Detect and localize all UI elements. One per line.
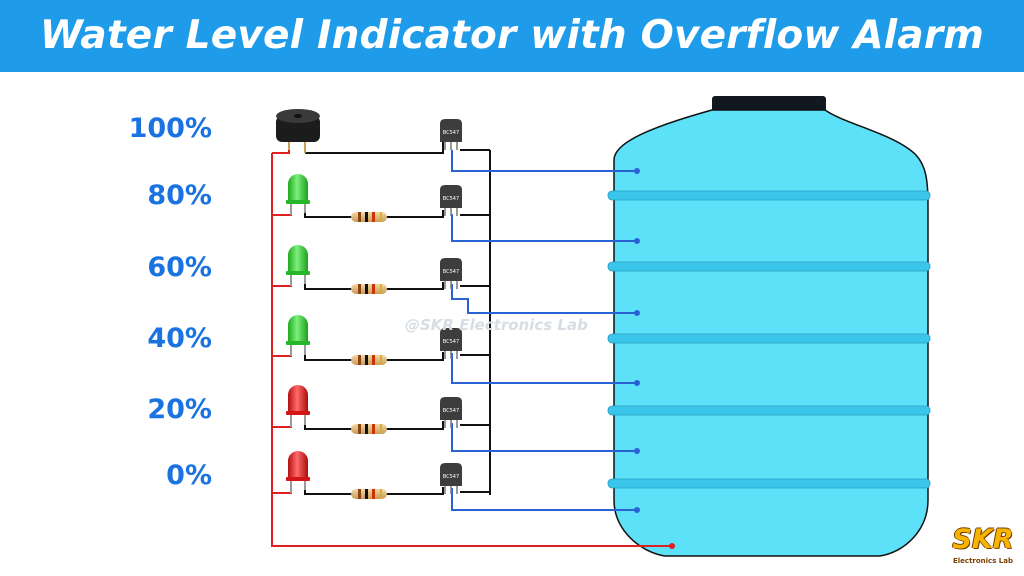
transistor-label: BC547 <box>443 130 459 136</box>
probe-points <box>634 168 640 513</box>
transistor-icon: BC547 <box>440 258 462 289</box>
resistor-icon <box>351 212 387 222</box>
watermark: @SKR Electronics Lab <box>405 316 588 334</box>
red-led-20 <box>286 385 310 427</box>
tank-cap <box>712 96 826 112</box>
resistor-icon <box>351 355 387 365</box>
level-label-60: 60% <box>147 252 212 283</box>
resistor-icon <box>351 284 387 294</box>
page-title: Water Level Indicator with Overflow Alar… <box>39 13 985 58</box>
resistor-icon <box>351 424 387 434</box>
logo-sub-text: Electronics Lab <box>952 557 1014 565</box>
level-label-20: 20% <box>147 394 212 425</box>
level-label-40: 40% <box>147 323 212 354</box>
skr-logo: SKR Electronics Lab <box>948 524 1018 572</box>
red-led-0 <box>286 451 310 493</box>
transistor-icon: BC547 <box>440 397 462 428</box>
level-label-0: 0% <box>166 460 212 491</box>
transistor-icon: BC547 <box>440 328 462 359</box>
water-tank <box>607 96 931 557</box>
transistor-icon: BC547 <box>440 463 462 494</box>
transistor-label: BC547 <box>443 339 459 345</box>
transistor-label: BC547 <box>443 269 459 275</box>
green-led-60 <box>286 245 310 286</box>
title-banner: Water Level Indicator with Overflow Alar… <box>0 0 1024 72</box>
green-led-40 <box>286 315 310 356</box>
transistor-label: BC547 <box>443 196 459 202</box>
tank-common-probe <box>669 543 675 549</box>
transistor-label: BC547 <box>443 408 459 414</box>
level-label-100: 100% <box>128 113 212 144</box>
transistor-icon: BC547 <box>440 119 462 150</box>
buzzer-icon <box>276 109 320 153</box>
tank-bands <box>607 190 931 489</box>
ground-wires <box>304 142 491 495</box>
probe-wires <box>451 150 637 511</box>
level-label-80: 80% <box>147 180 212 211</box>
transistor-icon: BC547 <box>440 185 462 216</box>
transistor-label: BC547 <box>443 474 459 480</box>
green-led-80 <box>286 174 310 215</box>
logo-main-text: SKR <box>952 524 1014 555</box>
tank-body <box>613 109 929 557</box>
resistor-icon <box>351 489 387 499</box>
